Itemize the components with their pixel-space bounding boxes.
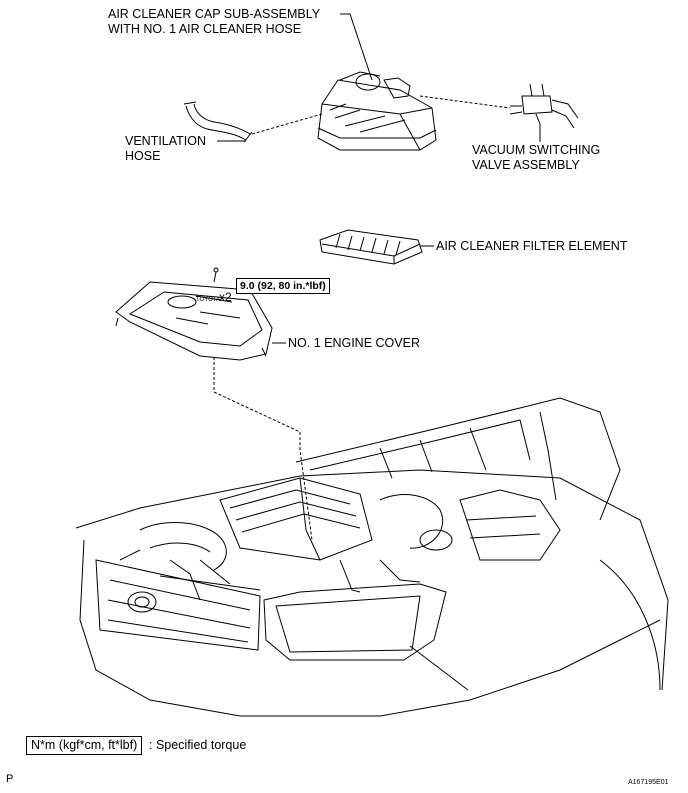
ventilation-hose-label-line2: HOSE (125, 149, 161, 163)
torque-spec-box: 9.0 (92, 80 in.*lbf) (236, 278, 330, 294)
air-cleaner-cap-label-line2: WITH NO. 1 AIR CLEANER HOSE (108, 22, 302, 36)
vacuum-switching-valve-label-line2: VALVE ASSEMBLY (472, 158, 580, 172)
page-letter: P (6, 773, 14, 785)
engine-cover-label: NO. 1 ENGINE COVER (288, 336, 420, 350)
engine-cover-logo-text: TOYOTA (196, 297, 220, 303)
air-cleaner-filter-label: AIR CLEANER FILTER ELEMENT (436, 239, 628, 253)
engine-cover-drawing (115, 267, 273, 361)
vacuum-switching-valve-label-line1: VACUUM SWITCHING (472, 143, 601, 157)
label-leader-lines (217, 13, 541, 344)
bolt-count-label: x2 (219, 290, 232, 304)
vacuum-switching-valve-drawing (509, 83, 579, 129)
ventilation-hose-drawing (183, 101, 253, 143)
ventilation-hose-label-line1: VENTILATION (125, 134, 207, 148)
air-cleaner-filter-drawing (319, 229, 423, 265)
figure-id: A167195E01 (628, 779, 669, 786)
engine-bay-drawing (75, 397, 669, 717)
dashed-guide-lines (213, 95, 511, 541)
air-cleaner-cap-drawing (317, 71, 437, 151)
torque-legend-box: N*m (kgf*cm, ft*lbf) (26, 736, 143, 755)
torque-legend-text: : Specified torque (149, 738, 247, 752)
air-cleaner-cap-label-line1: AIR CLEANER CAP SUB-ASSEMBLY (108, 7, 321, 21)
